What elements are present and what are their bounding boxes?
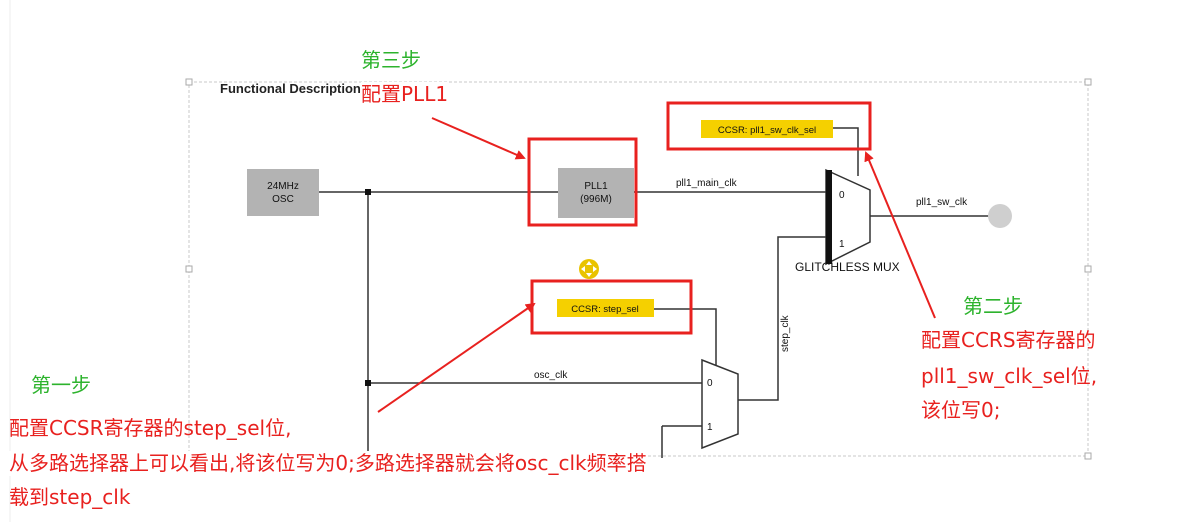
step2-line1: 配置CCRS寄存器的: [921, 328, 1096, 352]
glitchless-mux-bar: [826, 170, 832, 264]
step3-title: 第三步: [361, 48, 421, 72]
pll-block: [558, 168, 634, 218]
glitchless-mux-in1: 1: [839, 239, 845, 250]
annotation-arrows: [377, 117, 936, 413]
move-handle-icon[interactable]: [579, 259, 599, 279]
selection-handle-top-left[interactable]: [185, 78, 193, 86]
step-clk-label: step_clk: [780, 314, 791, 352]
pll1-sw-clk-output-node: [988, 204, 1012, 228]
register-pll1-sw-clk-sel-text: CCSR: pll1_sw_clk_sel: [718, 125, 816, 136]
step1-line3: 载到step_clk: [9, 485, 131, 509]
glitchless-mux-in0: 0: [839, 190, 845, 201]
glitchless-mux-label: GLITCHLESS MUX: [795, 260, 900, 274]
step1-title: 第一步: [31, 373, 91, 397]
step2-title: 第二步: [963, 294, 1023, 318]
register-step-sel-text: CCSR: step_sel: [571, 304, 639, 315]
osc-clk-label: osc_clk: [534, 370, 568, 381]
osc-block-line1: 24MHz: [267, 181, 299, 192]
glitchless-mux: [825, 168, 871, 266]
pll-block-line2: (996M): [580, 194, 612, 205]
selection-handle-bottom-right[interactable]: [1084, 452, 1092, 460]
selection-handle-right[interactable]: [1084, 265, 1092, 273]
arrow-step1: [377, 302, 536, 413]
step2-line2: pll1_sw_clk_sel位,: [921, 364, 1098, 388]
section-title: Functional Description: [220, 81, 361, 96]
junction-dot-1: [365, 189, 371, 195]
pll1-sw-clk-label: pll1_sw_clk: [916, 197, 968, 208]
selection-handles[interactable]: [185, 78, 1092, 460]
step-mux-in1: 1: [707, 422, 713, 433]
junction-dot-2: [365, 380, 371, 386]
step2-line3: 该位写0;: [921, 398, 1001, 422]
register-pll1-sw-clk-sel: [701, 120, 833, 138]
step-mux: [701, 358, 739, 450]
selection-handle-top-right[interactable]: [1084, 78, 1092, 86]
arrow-step3: [431, 117, 526, 160]
wires: [319, 127, 990, 460]
pll1-main-clk-label: pll1_main_clk: [676, 178, 738, 189]
register-step-sel: [557, 299, 654, 317]
step1-line2: 从多路选择器上可以看出,将该位写为0;多路选择器就会将osc_clk频率搭: [9, 451, 647, 476]
step3-text: 配置PLL1: [361, 82, 449, 107]
highlight-boxes: [527, 101, 872, 335]
arrow-step2: [864, 151, 936, 319]
osc-block-line2: OSC: [272, 194, 294, 205]
pll-block-line1: PLL1: [584, 181, 608, 192]
highlight-pll1-sw-clk-sel: [666, 101, 872, 151]
osc-block: [247, 169, 319, 216]
step1-line1: 配置CCSR寄存器的step_sel位,: [9, 416, 292, 440]
step-mux-in0: 0: [707, 378, 713, 389]
selection-handle-left[interactable]: [185, 265, 193, 273]
highlight-pll-block: [527, 137, 638, 227]
